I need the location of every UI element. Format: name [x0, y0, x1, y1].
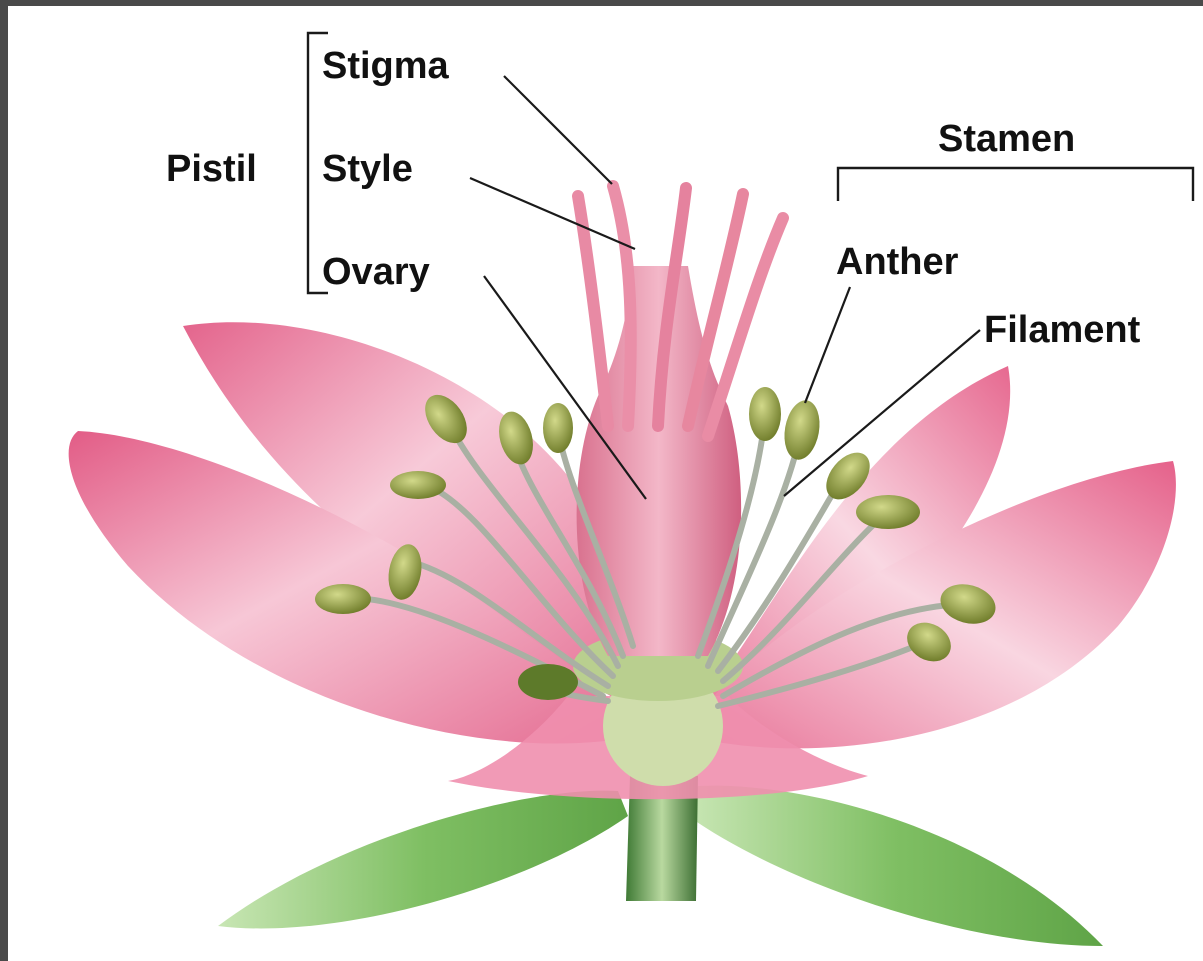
stamen-bracket — [838, 168, 1193, 201]
anther-8 — [749, 387, 781, 441]
style-label: Style — [322, 148, 413, 190]
anther-leader — [805, 287, 850, 403]
stigma-label: Stigma — [322, 45, 450, 87]
anther-label: Anther — [836, 241, 959, 283]
filament-label: Filament — [984, 309, 1141, 351]
anther-6 — [315, 584, 371, 614]
anther-9 — [780, 398, 824, 463]
sepal-right — [688, 786, 1103, 946]
flower-diagram: Pistil Stigma Style Ovary Stamen Anther … — [8, 6, 1203, 961]
anther-4 — [390, 471, 446, 499]
diagram-frame: Pistil Stigma Style Ovary Stamen Anther … — [8, 6, 1203, 961]
ovary-label: Ovary — [322, 251, 430, 293]
sepal-left — [218, 791, 628, 929]
stigma-leader — [504, 76, 612, 184]
stamen-label: Stamen — [938, 118, 1075, 160]
pistil-label: Pistil — [166, 148, 257, 190]
anther-7 — [518, 664, 578, 700]
anther-11 — [856, 495, 920, 529]
anther-3 — [543, 403, 573, 453]
